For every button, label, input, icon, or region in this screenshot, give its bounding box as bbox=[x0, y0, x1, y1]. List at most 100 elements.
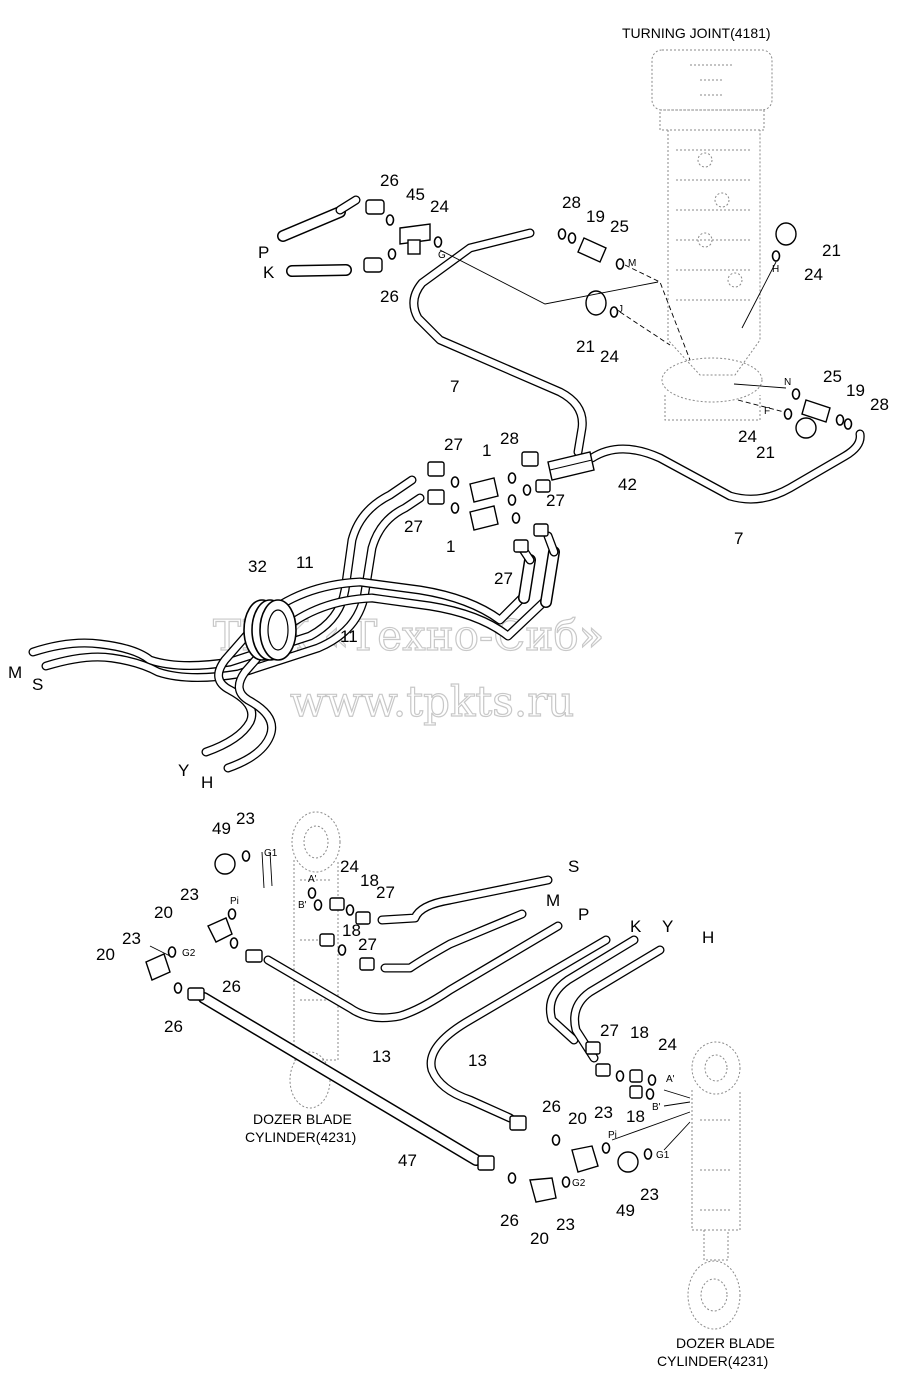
port-B-left: B' bbox=[298, 900, 307, 911]
part-label: 24 bbox=[430, 197, 449, 216]
dozer-right-title-2: CYLINDER(4231) bbox=[657, 1353, 768, 1369]
part-label: 26 bbox=[542, 1097, 561, 1116]
port-N: N bbox=[784, 377, 791, 388]
part-label: 28 bbox=[562, 193, 581, 212]
part-label: 45 bbox=[406, 185, 425, 204]
port-G2-left: G2 bbox=[182, 948, 196, 959]
part-label: 27 bbox=[376, 883, 395, 902]
port-A-right: A' bbox=[666, 1074, 675, 1085]
part-label: 1 bbox=[446, 537, 455, 556]
part-label: 23 bbox=[180, 885, 199, 904]
line-letter-M-left: M bbox=[8, 663, 22, 682]
line-letter-H-left: H bbox=[201, 773, 213, 792]
port-B-right: B' bbox=[652, 1102, 661, 1113]
part-label: 21 bbox=[576, 337, 595, 356]
part-label: 20 bbox=[96, 945, 115, 964]
part-label: 49 bbox=[616, 1201, 635, 1220]
part-label: 18 bbox=[342, 921, 361, 940]
part-label: 27 bbox=[546, 491, 565, 510]
port-Pi-right: Pi bbox=[608, 1130, 617, 1141]
line-letter-S-low: S bbox=[568, 857, 579, 876]
line-letter-K-low: K bbox=[630, 917, 642, 936]
part-label: 20 bbox=[568, 1109, 587, 1128]
pipes-top bbox=[28, 195, 865, 773]
part-label: 23 bbox=[122, 929, 141, 948]
port-H: H bbox=[772, 264, 779, 275]
part-label: 27 bbox=[358, 935, 377, 954]
dozer-left-title-2: CYLINDER(4231) bbox=[245, 1129, 356, 1145]
part-label: 13 bbox=[372, 1047, 391, 1066]
port-F: F bbox=[764, 406, 770, 417]
turning-joint-title: TURNING JOINT(4181) bbox=[622, 25, 771, 41]
part-label: 28 bbox=[500, 429, 519, 448]
fittings-bottom bbox=[145, 850, 691, 1203]
part-label: 20 bbox=[154, 903, 173, 922]
port-G2-right: G2 bbox=[572, 1178, 586, 1189]
part-label: 25 bbox=[610, 217, 629, 236]
part-label: 23 bbox=[640, 1185, 659, 1204]
part-label: 1 bbox=[482, 441, 491, 460]
part-label: 47 bbox=[398, 1151, 417, 1170]
part-label: 26 bbox=[164, 1017, 183, 1036]
dozer-left-title-1: DOZER BLADE bbox=[253, 1111, 352, 1127]
part-label: 26 bbox=[380, 287, 399, 306]
line-letter-Y-left: Y bbox=[178, 761, 189, 780]
part-label: 13 bbox=[468, 1051, 487, 1070]
turning-joint-outline bbox=[651, 49, 773, 421]
port-Pi-left: Pi bbox=[230, 896, 239, 907]
part-label: 27 bbox=[600, 1021, 619, 1040]
part-label: 20 bbox=[530, 1229, 549, 1248]
line-letter-M-low: M bbox=[546, 891, 560, 910]
port-letters: G M J H N F G1 A' B' Pi G2 Pi G2 A' B' G… bbox=[182, 250, 791, 1189]
part-label: 23 bbox=[236, 809, 255, 828]
line-letter-S-left: S bbox=[32, 675, 43, 694]
port-J: J bbox=[618, 304, 623, 315]
port-G1-right: G1 bbox=[656, 1150, 670, 1161]
part-label: 26 bbox=[500, 1211, 519, 1230]
part-label: 26 bbox=[222, 977, 241, 996]
clamp-42 bbox=[547, 451, 595, 481]
part-label: 18 bbox=[626, 1107, 645, 1126]
part-label: 11 bbox=[296, 553, 314, 572]
part-label: 42 bbox=[618, 475, 637, 494]
part-label: 24 bbox=[600, 347, 619, 366]
part-label: 27 bbox=[444, 435, 463, 454]
line-letters: P K M S Y H S M P K Y H bbox=[8, 243, 714, 947]
part-label: 7 bbox=[734, 529, 743, 548]
pipes-bottom bbox=[198, 875, 665, 1166]
dozer-right-title-1: DOZER BLADE bbox=[676, 1335, 775, 1351]
line-letter-Y-low: Y bbox=[662, 917, 673, 936]
part-label: 23 bbox=[556, 1215, 575, 1234]
part-label: 21 bbox=[756, 443, 775, 462]
part-label: 28 bbox=[870, 395, 889, 414]
part-numbers: 26 45 24 26 28 19 25 21 24 21 24 7 25 19… bbox=[96, 171, 889, 1248]
part-label: 18 bbox=[360, 871, 379, 890]
clamp-32 bbox=[243, 599, 297, 661]
part-label: 24 bbox=[804, 265, 823, 284]
part-label: 7 bbox=[450, 377, 459, 396]
part-label: 21 bbox=[822, 241, 841, 260]
port-G: G bbox=[438, 250, 446, 261]
line-letter-H-low: H bbox=[702, 928, 714, 947]
line-letter-P-low: P bbox=[578, 905, 589, 924]
dozer-cylinder-right-outline bbox=[687, 1041, 741, 1330]
part-label: 19 bbox=[586, 207, 605, 226]
part-label: 11 bbox=[340, 627, 358, 646]
port-leaders-top bbox=[439, 249, 787, 413]
part-label: 49 bbox=[212, 819, 231, 838]
port-G1-left: G1 bbox=[264, 848, 278, 859]
port-M: M bbox=[628, 258, 636, 269]
watermark-url: www.tpkts.ru bbox=[290, 677, 574, 726]
part-label: 27 bbox=[404, 517, 423, 536]
line-letter-K-top: K bbox=[263, 263, 275, 282]
part-label: 26 bbox=[380, 171, 399, 190]
part-label: 18 bbox=[630, 1023, 649, 1042]
part-label: 24 bbox=[738, 427, 757, 446]
part-label: 25 bbox=[823, 367, 842, 386]
part-label: 27 bbox=[494, 569, 513, 588]
part-label: 24 bbox=[340, 857, 359, 876]
line-letter-P-top: P bbox=[258, 243, 269, 262]
part-label: 32 bbox=[248, 557, 267, 576]
port-A-left: A' bbox=[308, 874, 317, 885]
